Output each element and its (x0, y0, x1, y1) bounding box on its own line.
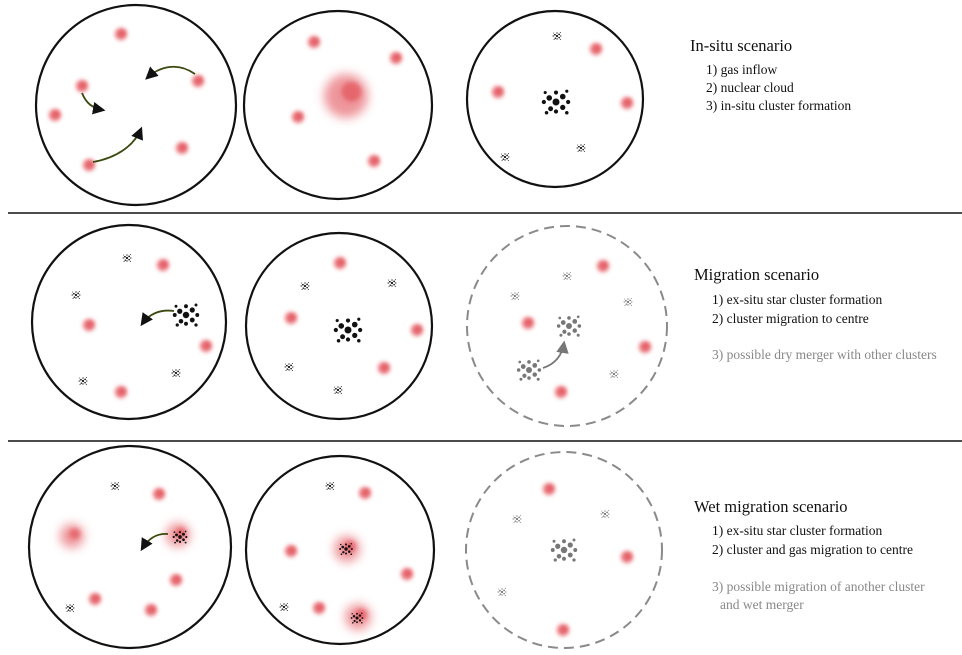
star-cluster-icon (333, 386, 343, 394)
star-cluster-icon (541, 89, 571, 115)
scenario-title: In-situ scenario (690, 36, 793, 55)
star-cluster-icon (172, 530, 188, 544)
star-cluster-icon (122, 254, 132, 262)
gas-cloud-icon (308, 36, 320, 48)
gas-cloud-icon (166, 523, 190, 547)
scenario-title: Wet migration scenario (694, 497, 848, 516)
star-cluster-icon (171, 369, 181, 377)
star-cluster-icon (325, 482, 335, 490)
gas-cloud-icon (115, 386, 127, 398)
star-cluster-icon (609, 370, 619, 378)
star-cluster-icon (172, 303, 200, 327)
scenario-step: 1) ex-situ star cluster formation (712, 292, 883, 307)
gas-cloud-icon (411, 324, 423, 336)
scenario-step: 3) in-situ cluster formation (706, 98, 852, 113)
gas-cloud-icon (192, 75, 204, 87)
migration-arrow-icon (542, 340, 569, 369)
scenario-title: Migration scenario (694, 265, 820, 284)
gas-cloud-icon (176, 142, 188, 154)
star-cluster-icon (279, 603, 289, 611)
migration-arrow-icon (140, 533, 169, 552)
gas-cloud-icon (368, 155, 380, 167)
migration-arrow-icon (140, 309, 175, 327)
galaxy-outline (34, 3, 238, 207)
migration-arrow-icon (92, 126, 143, 163)
galaxy-outline (27, 444, 233, 650)
gas-cloud-icon (313, 602, 325, 614)
scenario-step: 2) cluster migration to centre (712, 311, 869, 326)
star-cluster-icon (550, 538, 578, 562)
scenario-step: 2) nuclear cloud (706, 80, 794, 95)
star-cluster-icon (65, 604, 75, 612)
star-cluster-icon (600, 510, 610, 518)
gas-cloud-icon (621, 551, 633, 563)
gas-cloud-icon (359, 487, 371, 499)
star-cluster-icon (333, 317, 363, 343)
scenario-step: 1) ex-situ star cluster formation (712, 523, 883, 538)
scenario-step-optional: and wet merger (720, 597, 804, 612)
gas-cloud-icon (639, 341, 651, 353)
scenario-step-optional: 3) possible migration of another cluster (712, 579, 925, 594)
gas-cloud-icon (285, 312, 297, 324)
gas-cloud-icon (170, 574, 182, 586)
galaxy-outline (30, 223, 228, 421)
star-cluster-icon (78, 377, 88, 385)
gas-cloud-icon (378, 362, 390, 374)
star-cluster-icon (339, 543, 353, 556)
gas-cloud-icon (115, 28, 127, 40)
star-cluster-icon (71, 291, 81, 299)
gas-cloud-icon (543, 483, 555, 495)
star-cluster-icon (576, 144, 586, 152)
galaxy-outline-dashed (465, 451, 663, 649)
gas-cloud-icon (89, 593, 101, 605)
star-cluster-icon (562, 272, 572, 280)
star-cluster-icon (387, 279, 397, 287)
star-cluster-icon (350, 612, 364, 624)
gas-cloud-icon (49, 109, 61, 121)
gas-cloud-icon (292, 111, 304, 123)
gas-cloud-icon (200, 340, 212, 352)
gas-cloud-icon (145, 604, 157, 616)
star-cluster-icon (500, 153, 510, 161)
scenario-step: 1) gas inflow (706, 62, 778, 77)
gas-cloud-icon (401, 568, 413, 580)
gas-cloud-icon (83, 319, 95, 331)
star-cluster-icon (623, 298, 633, 306)
gas-cloud-icon (390, 52, 402, 64)
gas-cloud-icon (83, 159, 95, 171)
star-cluster-icon (110, 482, 120, 490)
star-cluster-icon (497, 588, 507, 596)
star-cluster-icon (516, 359, 542, 381)
gas-cloud-icon (522, 317, 534, 329)
galaxy-outline (244, 454, 436, 646)
gas-cloud-icon (324, 74, 368, 118)
star-cluster-icon (552, 32, 562, 40)
gas-cloud-icon (492, 86, 504, 98)
galaxy-outline (244, 231, 434, 421)
star-cluster-icon (510, 292, 520, 300)
galaxy-outline-dashed (466, 225, 668, 427)
gas-cloud-icon (157, 259, 169, 271)
gas-cloud-icon (555, 386, 567, 398)
star-cluster-icon (556, 315, 582, 337)
gas-cloud-icon (334, 257, 346, 269)
gas-cloud-icon (597, 260, 609, 272)
migration-arrow-icon (145, 65, 196, 80)
gas-cloud-icon (590, 43, 602, 55)
migration-arrow-icon (81, 92, 106, 115)
galaxy-outline (465, 9, 645, 189)
star-cluster-icon (512, 515, 522, 523)
star-cluster-icon (300, 282, 310, 290)
gas-cloud-icon (557, 624, 569, 636)
gas-cloud-icon (76, 80, 88, 92)
gas-cloud-icon (60, 524, 84, 548)
galaxy-outline (242, 9, 434, 201)
star-cluster-icon (284, 363, 294, 371)
gas-cloud-icon (153, 488, 165, 500)
scenario-step-optional: 3) possible dry merger with other cluste… (712, 347, 937, 362)
scenario-step: 2) cluster and gas migration to centre (712, 542, 913, 557)
gas-cloud-icon (621, 97, 633, 109)
gas-cloud-icon (285, 545, 297, 557)
